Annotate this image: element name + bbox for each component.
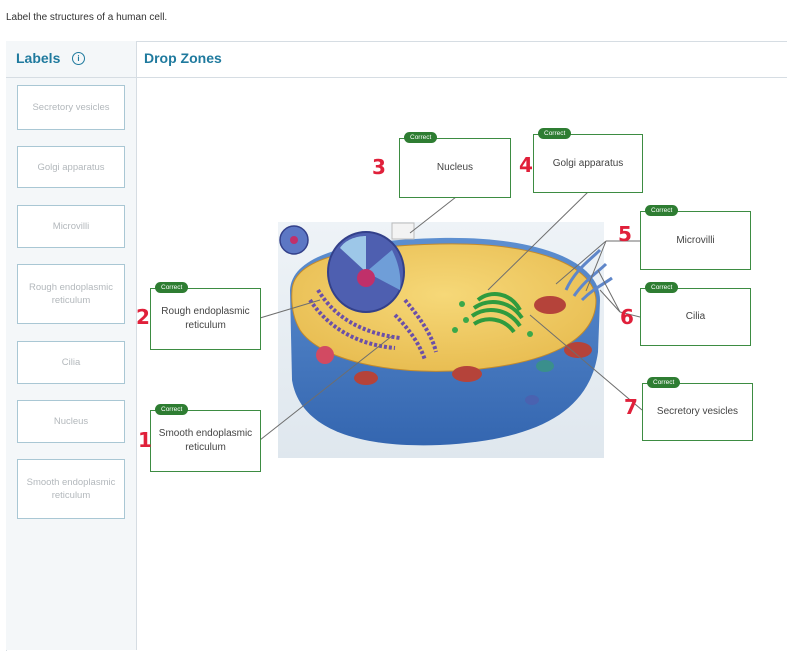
drop-zone-nucleus[interactable]: Correct Nucleus — [399, 132, 511, 198]
drop-zone-label: Rough endoplasmic reticulum — [161, 306, 250, 331]
drop-zones-header: Drop Zones — [144, 50, 222, 66]
leader-lines — [259, 191, 643, 441]
drop-zone-cilia[interactable]: Correct Cilia — [640, 282, 751, 346]
header-row — [6, 41, 787, 78]
nucleolus-shape — [357, 269, 375, 287]
correct-badge: Correct — [645, 205, 679, 216]
correct-badge: Correct — [538, 128, 572, 139]
info-icon[interactable]: i — [72, 52, 85, 65]
annotation-number: 3 — [372, 155, 386, 179]
correct-badge: Correct — [645, 282, 679, 293]
drop-zone-label: Cilia — [685, 311, 706, 322]
label-tile-microvilli[interactable]: Microvilli — [17, 205, 125, 248]
drop-zone-smooth-er[interactable]: Correct Smooth endoplasmic reticulum — [150, 404, 261, 472]
drop-zone-label: Secretory vesicles — [656, 406, 739, 417]
correct-badge: Correct — [404, 132, 438, 143]
annotation-number: 7 — [624, 395, 638, 419]
mitochondrion-shape — [534, 296, 566, 314]
annotation-number: 6 — [620, 305, 634, 329]
drop-zone-secretory-vesicles[interactable]: Correct Secretory vesicles — [642, 377, 753, 441]
correct-badge: Correct — [155, 282, 189, 293]
label-tile-golgi-apparatus[interactable]: Golgi apparatus — [17, 146, 125, 188]
correct-badge: Correct — [647, 377, 681, 388]
drop-zone-golgi[interactable]: Correct Golgi apparatus — [533, 128, 643, 193]
drop-zone-microvilli[interactable]: Correct Microvilli — [640, 205, 751, 270]
correct-badge: Correct — [155, 404, 189, 415]
label-tile-rough-er[interactable]: Rough endoplasmic reticulum — [17, 264, 125, 324]
rough-er-shape — [308, 298, 396, 350]
golgi-shape — [476, 292, 522, 312]
annotation-number: 4 — [519, 153, 533, 177]
drop-zone-rough-er[interactable]: Correct Rough endoplasmic reticulum — [150, 282, 261, 350]
label-tile-secretory-vesicles[interactable]: Secretory vesicles — [17, 85, 125, 130]
drop-zone-label: Smooth endoplasmic reticulum — [158, 428, 253, 453]
label-tile-smooth-er[interactable]: Smooth endoplasmic reticulum — [17, 459, 125, 519]
annotation-number: 5 — [618, 222, 632, 246]
cilia-shape — [564, 248, 602, 291]
drop-zone-label: Nucleus — [436, 162, 474, 173]
label-tile-nucleus[interactable]: Nucleus — [17, 400, 125, 443]
drop-zone-label: Golgi apparatus — [552, 157, 624, 169]
annotation-number: 2 — [136, 305, 150, 329]
drop-zone-label: Microvilli — [676, 234, 715, 246]
annotation-number: 1 — [138, 428, 152, 452]
labels-header: Labels — [16, 50, 61, 66]
instruction-text: Label the structures of a human cell. — [6, 12, 168, 23]
label-tile-cilia[interactable]: Cilia — [17, 341, 125, 384]
